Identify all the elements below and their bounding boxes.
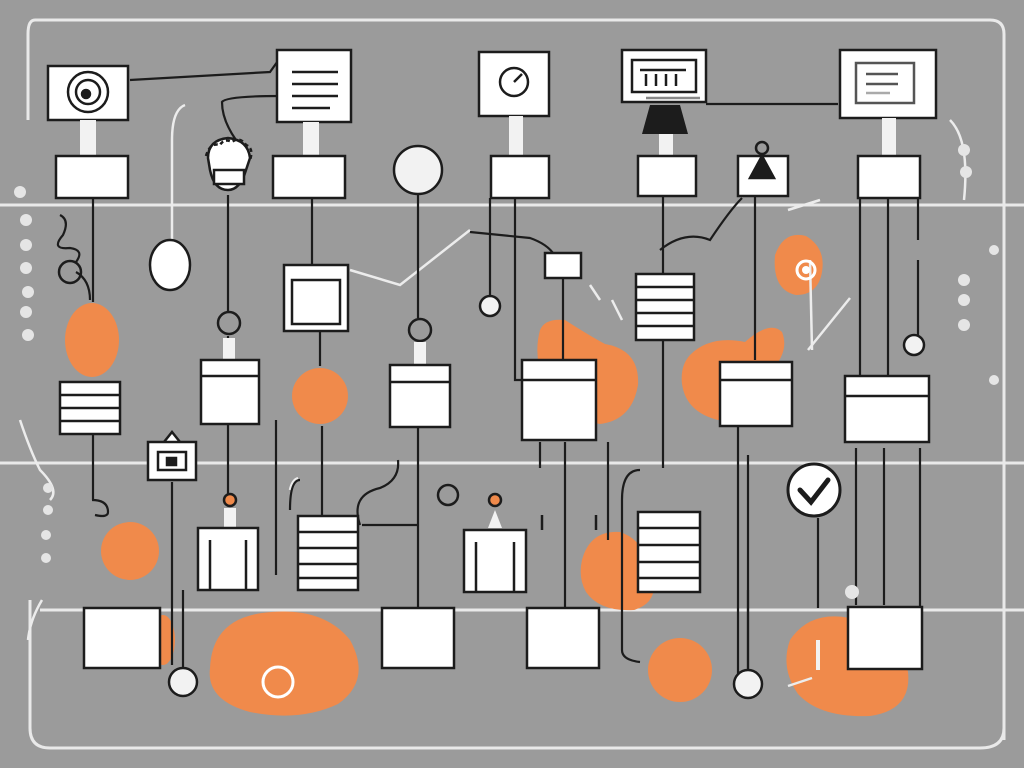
projector-stand-icon bbox=[642, 105, 688, 134]
bottom-boxes bbox=[82, 605, 924, 671]
platform-boxes bbox=[54, 154, 922, 200]
dot-chains bbox=[14, 144, 999, 599]
orange-blob bbox=[292, 368, 348, 424]
list-box bbox=[296, 514, 360, 592]
document-lines-icon bbox=[275, 48, 353, 124]
orange-blob bbox=[209, 611, 359, 716]
list-box bbox=[634, 272, 696, 342]
checkmark-icon bbox=[786, 462, 842, 518]
lower-stands bbox=[196, 492, 598, 594]
orange-target-icon bbox=[261, 259, 817, 699]
orange-blob bbox=[101, 522, 159, 580]
monitor-document-icon bbox=[838, 48, 938, 120]
pendulum-lines bbox=[181, 590, 750, 670]
orange-blob bbox=[65, 303, 119, 377]
lightbulb-icon bbox=[392, 144, 444, 196]
desk-lamp-icon bbox=[747, 140, 777, 180]
middle-boxes bbox=[199, 251, 931, 444]
brain-icon bbox=[204, 136, 253, 192]
list-box bbox=[636, 510, 702, 594]
list-boxes bbox=[58, 272, 702, 594]
gauge-icon bbox=[477, 50, 551, 118]
orange-blob bbox=[648, 638, 712, 702]
orange-blob bbox=[580, 531, 654, 611]
list-box bbox=[58, 380, 122, 436]
node-circles bbox=[57, 238, 926, 700]
black-connectors bbox=[56, 57, 922, 676]
small-nubs bbox=[223, 338, 426, 366]
small-monitor-icon bbox=[146, 429, 198, 482]
white-connectors bbox=[18, 103, 967, 688]
monitor-icon bbox=[620, 48, 708, 104]
target-icon bbox=[46, 64, 130, 122]
icon-stems bbox=[80, 116, 896, 156]
